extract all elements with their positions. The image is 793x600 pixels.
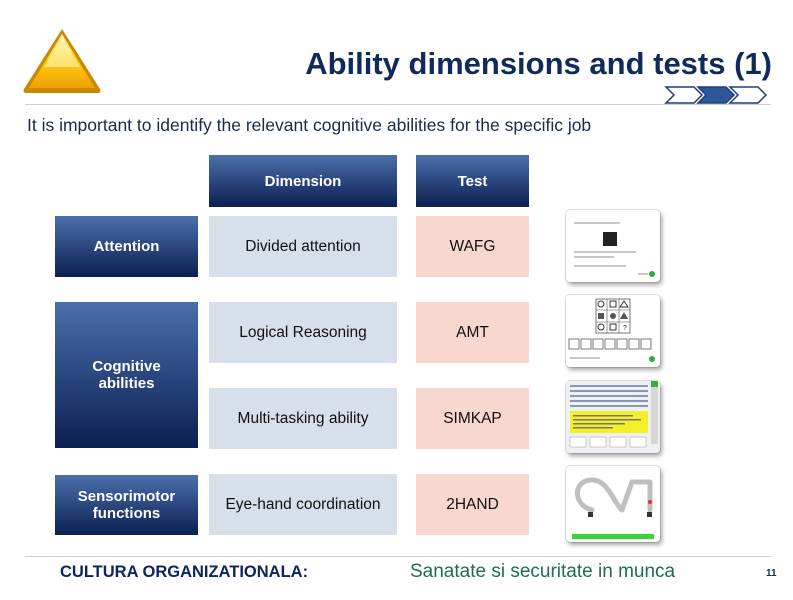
subtitle: It is important to identify the relevant… (27, 115, 592, 135)
group-sensorimotor-functions: Sensorimotor functions (55, 475, 198, 535)
header-test: Test (416, 155, 529, 207)
svg-text:?: ? (623, 325, 627, 332)
page-number: 11 (766, 568, 777, 579)
test-cell: 2HAND (416, 474, 529, 535)
test-screenshot-thumbnail (566, 210, 660, 282)
dimension-cell: Logical Reasoning (209, 302, 397, 363)
footer-organization-label: CULTURA ORGANIZATIONALA: (60, 563, 309, 581)
warning-triangle-icon (23, 29, 101, 93)
test-screenshot-thumbnail (566, 466, 660, 542)
dimension-cell: Eye-hand coordination (209, 474, 397, 535)
test-cell: AMT (416, 302, 529, 363)
chevron-arrows-icon (664, 86, 768, 104)
test-screenshot-thumbnail: ? (566, 295, 660, 367)
test-cell: WAFG (416, 216, 529, 277)
header-dimension: Dimension (209, 155, 397, 207)
page-title: Ability dimensions and tests (1) (305, 46, 772, 81)
footer-topic-label: Sanatate si securitate in munca (410, 561, 676, 582)
dimension-cell: Multi-tasking ability (209, 388, 397, 449)
test-cell: SIMKAP (416, 388, 529, 449)
test-screenshot-thumbnail (566, 381, 660, 453)
group-attention: Attention (55, 216, 198, 277)
divider (25, 104, 771, 105)
group-cognitive-abilities: Cognitive abilities (55, 302, 198, 448)
divider (25, 556, 771, 557)
dimension-cell: Divided attention (209, 216, 397, 277)
